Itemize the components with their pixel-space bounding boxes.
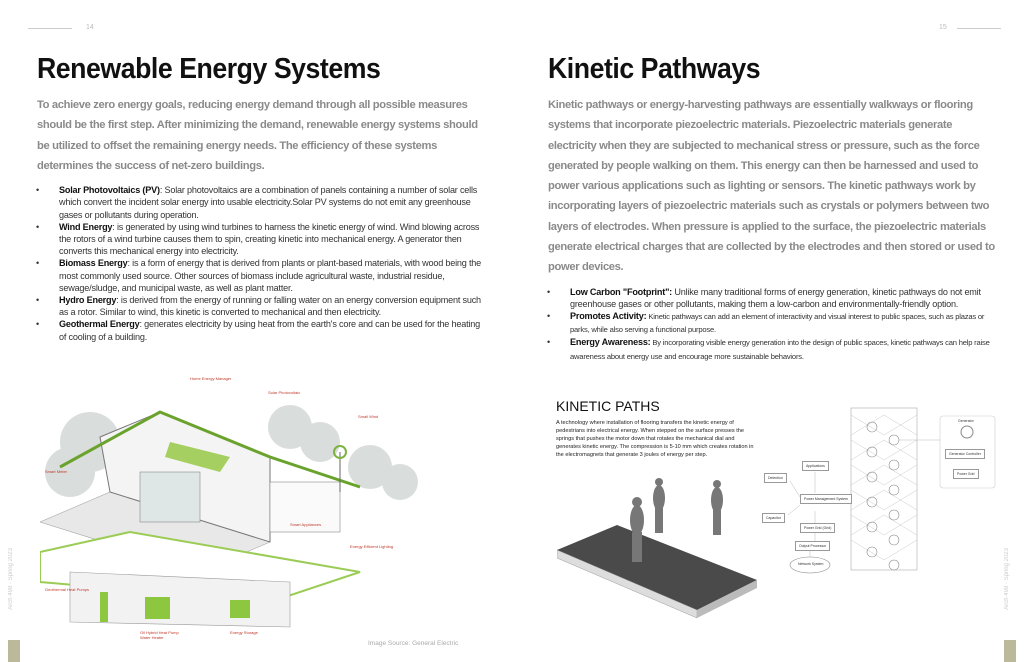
footer-text: Arch 498 · Spring 2023 [8,548,14,610]
diagram-label-applications: Applications [802,461,829,471]
left-page: 14 Renewable Energy Systems To achieve z… [0,0,512,662]
figure-description: A technology where installation of floor… [556,420,754,458]
page-number: 15 [939,24,947,31]
list-item: Promotes Activity: Kinetic pathways can … [543,310,998,336]
figure-label: Home Energy Manager [190,376,232,381]
right-page: 15 Kinetic Pathways Kinetic pathways or … [512,0,1024,662]
figure-label: Energy Storage [230,630,258,635]
figure-label: Solar Photovoltaic [268,390,301,395]
list-item: Geothermal Energy: generates electricity… [32,318,487,342]
diagram-label-output: Output Processor [795,541,831,551]
diagram-label-pms: Power Management System [800,494,852,504]
figure-label: Small Wind [358,414,379,419]
list-item: Hydro Energy: is derived from the energy… [32,294,487,318]
image-source: Image Source: General Electric [368,640,459,647]
figure-label: Energy Efficient Lighting [350,544,394,549]
page-title: Renewable Energy Systems [37,53,381,85]
list-item: Energy Awareness: By incorporating visib… [543,336,998,362]
benefits-list: Low Carbon "Footprint": Unlike many trad… [543,286,998,363]
diagram-label-grid: Power Grid (Grid) [800,523,836,533]
list-item: Solar Photovoltaics (PV): Solar photovol… [32,184,487,221]
figure-label: Smart Meter [45,469,68,474]
figure-label: Smart Appliances [290,522,322,527]
list-item: Wind Energy: is generated by using wind … [32,221,487,258]
energy-list: Solar Photovoltaics (PV): Solar photovol… [32,184,487,343]
diagram-label-generator: Generator [958,419,974,423]
diagram-label-detection: Detection [764,473,787,483]
figure-label: Geothermal Heat Pumps [45,587,90,592]
lead-paragraph: Kinetic pathways or energy-harvesting pa… [548,99,995,274]
figure-label: Oil Hybrid Heat Pump Water Heater [140,630,179,640]
list-item: Low Carbon "Footprint": Unlike many trad… [543,286,998,310]
list-item: Biomass Energy: is a form of energy that… [32,257,487,294]
page-tab [8,640,20,662]
left-text-column: Renewable Energy Systems To achieve zero… [36,52,487,343]
diagram-label-capacitor: Capacitor [762,513,785,523]
diagram-label-power: Power Grid [953,469,979,479]
walkway-illustration [556,470,757,630]
page-number: 14 [86,24,94,31]
diagram-label-controller: Generator Controller [945,449,985,459]
system-diagram: Applications Detection Capacitor Power M… [760,405,1020,580]
footer-text: Arch 498 · Spring 2023 [1004,548,1010,610]
figure-title: KINETIC PATHS [556,398,660,414]
page-title: Kinetic Pathways [548,53,761,85]
page-rule [957,28,1001,29]
page-rule [28,28,72,29]
page-tab [1004,640,1016,662]
right-text-column: Kinetic Pathways Kinetic pathways or ene… [547,52,998,363]
house-illustration: Home Energy Manager Solar Photovoltaic S… [39,372,440,652]
diagram-label-network: Network System [798,562,824,566]
lead-paragraph: To achieve zero energy goals, reducing e… [37,99,478,172]
